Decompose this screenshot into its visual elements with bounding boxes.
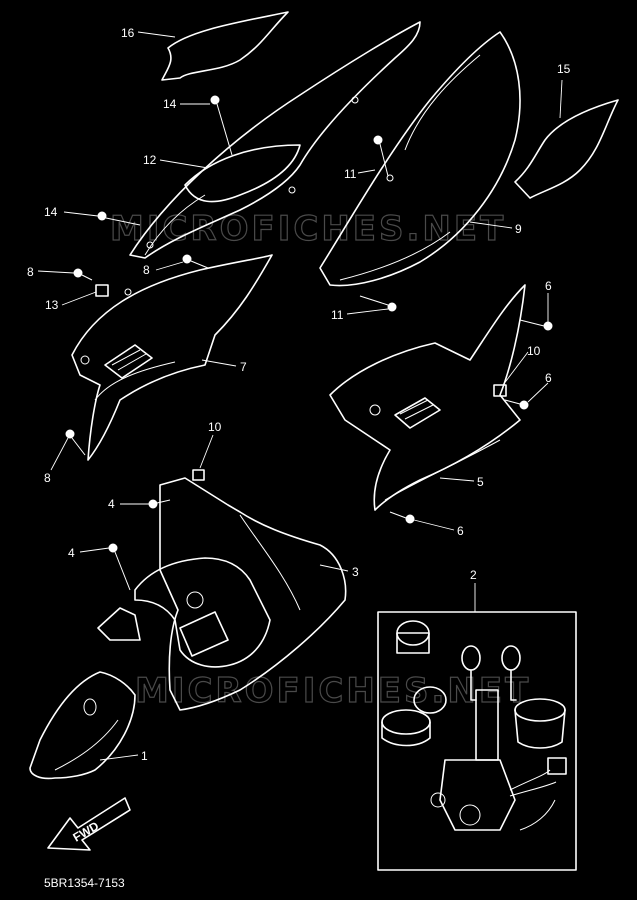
callout-labels: 16 14 12 11 15 9 14 8 8 13 11 6 7 10 6 1… [27,26,571,763]
callout-14-lower: 14 [44,205,58,219]
callout-16: 16 [121,26,135,40]
part-16-decal [161,11,289,81]
callout-10-right: 10 [527,344,541,358]
callout-14-top: 14 [163,97,177,111]
callout-13: 13 [45,298,59,312]
callout-7: 7 [240,360,247,374]
callout-11-top: 11 [344,167,357,181]
part-15-decal [514,99,619,199]
fasteners [65,95,553,591]
callout-6-mid: 6 [545,371,552,385]
part-1-rear-piece [29,671,136,780]
callout-5: 5 [477,475,484,489]
diagram-part-code: 5BR1354-7153 [44,876,125,890]
callout-12: 12 [143,153,157,167]
watermark-top: MICROFICHES.NET [110,209,506,249]
callout-4-top: 4 [108,497,115,511]
callout-10-centre: 10 [208,420,222,434]
watermark-bottom: MICROFICHES.NET [135,671,531,711]
callout-2: 2 [470,568,477,582]
part-3-centre-cover [97,477,347,711]
fwd-arrow: FWD [47,797,131,851]
part-9-right-side-cover [319,31,521,287]
part-2-lock-set-box [377,611,577,871]
callout-11-lower: 11 [331,308,344,322]
callout-15: 15 [557,62,571,76]
callout-4-lower: 4 [68,546,75,560]
callout-8-mid: 8 [143,263,150,277]
callout-8-top-left: 8 [27,265,34,279]
part-12-left-side-cover [129,21,421,259]
leader-lines [37,31,563,761]
callout-6-top: 6 [545,279,552,293]
part-7-left-lower-cover [71,254,273,461]
callout-6-bottom: 6 [457,524,464,538]
callout-8-bottom: 8 [44,471,51,485]
part-5-right-lower-cover [329,284,526,511]
callout-3: 3 [352,565,359,579]
callout-1: 1 [141,749,148,763]
fwd-label: FWD [71,819,102,845]
callout-9: 9 [515,222,522,236]
